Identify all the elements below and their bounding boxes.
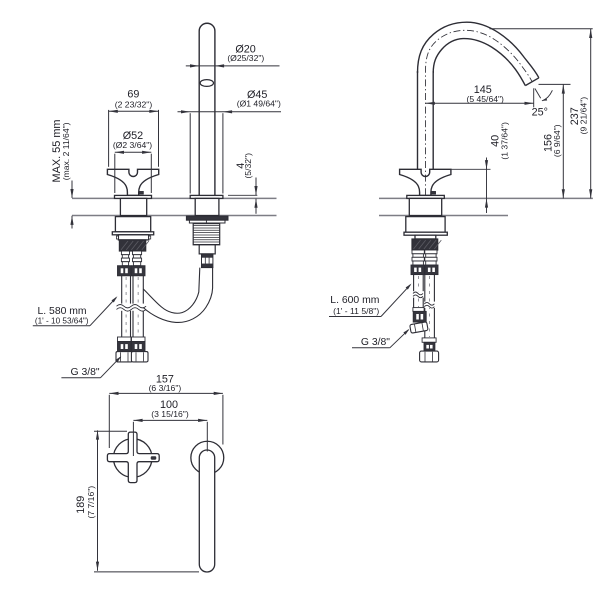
svg-text:156: 156	[543, 134, 555, 152]
svg-text:(7 7/16"): (7 7/16")	[86, 486, 96, 519]
svg-text:(2 23/32"): (2 23/32")	[115, 100, 153, 110]
svg-text:L. 580 mm: L. 580 mm	[38, 306, 87, 317]
svg-text:(1' - 11 5/8"): (1' - 11 5/8")	[333, 306, 379, 316]
svg-text:(3 15/16"): (3 15/16")	[151, 409, 189, 419]
svg-text:(Ø1 49/64"): (Ø1 49/64")	[237, 99, 281, 109]
svg-text:189: 189	[75, 496, 87, 514]
svg-text:L. 600 mm: L. 600 mm	[330, 295, 379, 306]
svg-text:40: 40	[490, 135, 502, 147]
svg-text:(6 9/64"): (6 9/64")	[552, 124, 562, 157]
svg-text:237: 237	[569, 107, 581, 125]
svg-text:4: 4	[235, 163, 247, 169]
svg-text:100: 100	[160, 399, 178, 411]
svg-text:Ø52: Ø52	[123, 130, 143, 142]
svg-text:Ø20: Ø20	[235, 43, 255, 55]
svg-text:(6 3/16"): (6 3/16")	[149, 383, 182, 393]
svg-text:25°: 25°	[532, 106, 548, 118]
svg-text:157: 157	[156, 374, 174, 386]
svg-text:(1 37/64"): (1 37/64")	[500, 122, 510, 160]
svg-text:MAX. 55 mm: MAX. 55 mm	[51, 120, 63, 183]
svg-text:(9 21/64"): (9 21/64")	[579, 97, 589, 135]
svg-text:(5 45/64"): (5 45/64")	[466, 94, 504, 104]
svg-text:(max. 2 11/64"): (max. 2 11/64")	[61, 122, 71, 180]
svg-text:(Ø25/32"): (Ø25/32")	[227, 53, 264, 63]
svg-text:69: 69	[127, 88, 139, 100]
svg-text:145: 145	[474, 84, 492, 96]
svg-text:(5/32"): (5/32")	[243, 153, 253, 179]
svg-text:G 3/8": G 3/8"	[361, 337, 390, 348]
svg-text:(1' - 10 53/64"): (1' - 10 53/64")	[35, 316, 89, 325]
svg-text:(Ø2 3/64"): (Ø2 3/64")	[113, 140, 152, 150]
svg-text:Ø45: Ø45	[247, 89, 267, 101]
svg-text:G 3/8": G 3/8"	[71, 367, 100, 378]
